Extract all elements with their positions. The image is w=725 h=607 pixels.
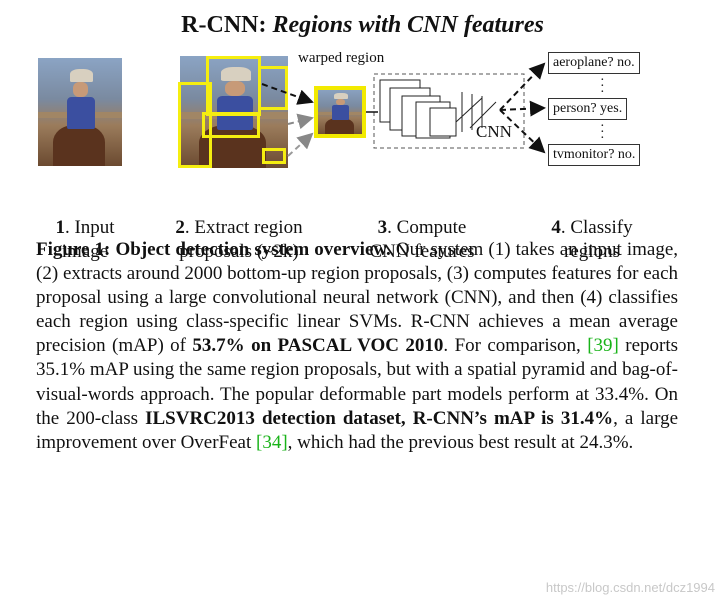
output-tvmonitor: tvmonitor? no.	[548, 144, 641, 166]
output-aeroplane: aeroplane? no.	[548, 52, 640, 74]
region-proposal-box	[202, 112, 260, 138]
figure-title-italic: Regions with CNN features	[272, 12, 544, 38]
proposal-arrow	[287, 113, 314, 130]
ellipsis-dots: ···	[600, 73, 605, 100]
caption-text: , a large improvement over OverFeat	[36, 407, 679, 453]
output-arrow	[499, 62, 546, 111]
citation-link[interactable]: [34]	[256, 431, 288, 453]
figure-title-bold: R-CNN:	[181, 12, 267, 38]
warped-region-box	[314, 86, 366, 138]
warped-region-label: warped region	[298, 50, 385, 66]
step-compute: 3. Compute CNN features	[369, 217, 475, 262]
caption-text: . For comparison,	[443, 335, 581, 357]
step-classify: 4. Classify regions	[551, 217, 633, 262]
caption-heading: Object detection system overview.	[115, 239, 391, 260]
watermark: https://blog.csdn.net/dcz1994	[545, 580, 715, 595]
output-arrow	[499, 109, 546, 154]
region-proposal-box	[258, 66, 288, 110]
output-arrow	[499, 100, 546, 117]
caption-label: Figure 1:	[36, 239, 111, 260]
diagram-arrows	[261, 62, 546, 157]
input-image	[38, 58, 122, 166]
cnn-label: CNN	[476, 122, 512, 141]
warped-region-image	[316, 88, 364, 136]
output-person: person? yes.	[548, 98, 628, 120]
caption-text: Our system (1) takes an input image, (2)…	[36, 239, 679, 357]
caption-text: , which had the previous best result at …	[287, 431, 634, 453]
caption-bold: 53.7% on PASCAL VOC 2010	[192, 335, 444, 357]
step-extract: 2. Extract region proposals (~2k)	[175, 217, 303, 262]
proposal-arrow	[287, 132, 314, 157]
caption-text: reports 35.1% mAP using the same region …	[36, 335, 679, 429]
figure-caption: Figure 1: Object detection system overvi…	[36, 238, 678, 455]
figure-title: R-CNN: Regions with CNN features	[0, 10, 725, 40]
step-input: 1. Input image	[55, 217, 115, 262]
region-proposal-box	[178, 82, 212, 168]
ellipsis-dots: ···	[600, 119, 605, 146]
rcnn-diagram: warped region CNN aeroplane? no.	[30, 44, 700, 262]
proposal-arrow	[261, 83, 314, 105]
citation-link[interactable]: [39]	[587, 335, 619, 357]
caption-bold: ILSVRC2013 detection dataset, R-CNN’s mA…	[145, 407, 614, 429]
region-proposal-box	[262, 148, 286, 164]
